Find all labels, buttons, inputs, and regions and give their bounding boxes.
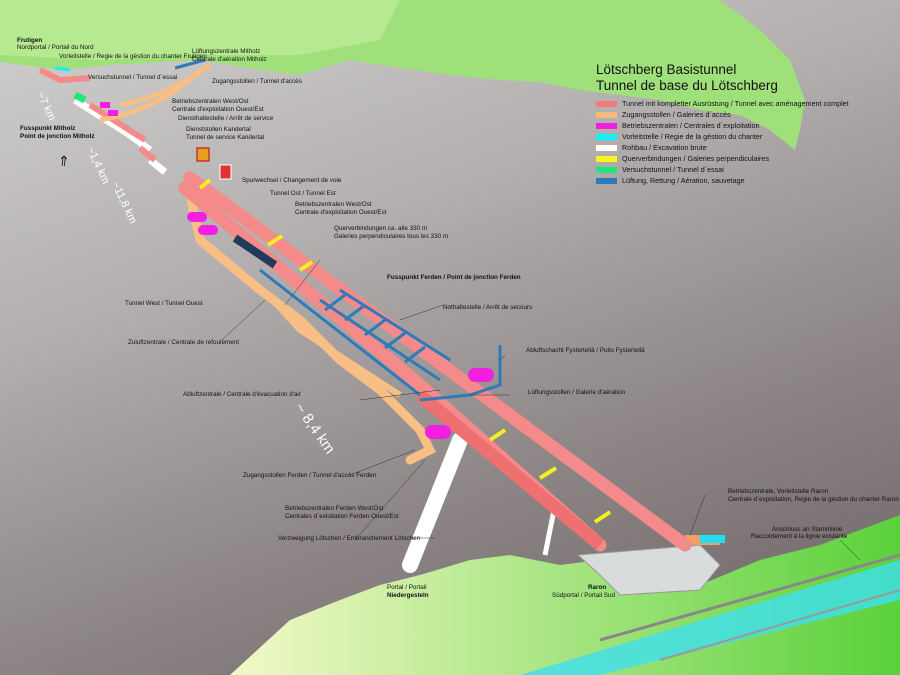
legend-label: Tunnel mit kompletter Ausrüstung / Tunne… <box>622 99 849 108</box>
label-raron: Raron <box>588 584 607 591</box>
legend-item: Vorleitstelle / Regie de la gèstion du c… <box>596 131 849 142</box>
legend-item: Rohbau / Excavation brute <box>596 142 849 153</box>
legend-label: Rohbau / Excavation brute <box>622 143 707 152</box>
label-zugangsstollen: Zugangsstollen / Tunnel d'accès <box>212 78 302 85</box>
label-nothalte: Nothaltestelle / Arrêt de secours <box>443 304 533 311</box>
label-frutigen: Frutigen <box>17 37 43 44</box>
label-bz-ferden: Betriebszentralen Ferden West/Ost <box>285 505 384 512</box>
legend-item: Querverbindungen / Galeries perpendicula… <box>596 153 849 164</box>
label-querverbindungen: Querverbindungen ca. alle 330 m <box>334 225 428 232</box>
label-fusspunkt-mitholz: Fusspunkt Mitholz <box>20 125 76 132</box>
legend-swatch <box>596 166 617 173</box>
label-tunnel-west: Tunnel West / Tunnel Ouest <box>125 300 203 307</box>
legend: Lötschberg Basistunnel Tunnel de base du… <box>596 62 849 186</box>
label-anschluss-fr: Raccordement à la lignie existante <box>751 533 848 540</box>
legend-item: Betriebszentralen / Centrales d´exploita… <box>596 120 849 131</box>
legend-title-fr: Tunnel de base du Lötschberg <box>596 78 778 93</box>
label-lueftung-mitholz-fr: Centrale d'aération Mitholz <box>192 56 267 63</box>
label-lueftungsstollen: Lüftungsstollen / Galerie d'aération <box>528 389 626 396</box>
legend-item: Versuchstunnel / Tunnel d´essai <box>596 164 849 175</box>
valais-coat-of-arms-icon <box>219 164 232 180</box>
legend-swatch <box>596 100 617 107</box>
label-nordportal: Nordportal / Portail du Nord <box>17 44 94 51</box>
legend-title-de: Lötschberg Basistunnel <box>596 62 737 77</box>
label-bz-raron-fr: Centrale d´exploitation, Regie de la gès… <box>728 496 899 503</box>
legend-swatch <box>596 155 617 162</box>
label-bz-ferden-fr: Centrales d´exloitation Ferden Ouest/Est <box>285 513 399 520</box>
label-dienststollen-fr: Tunnel de service Kandertal <box>186 134 265 141</box>
label-lueftung-mitholz: Lüftungszentrale Mitholz <box>192 48 261 55</box>
north-arrow-icon: ⇗ <box>54 150 73 170</box>
label-niedergesteln: Niedergesteln <box>387 592 429 599</box>
legend-item: Tunnel mit kompletter Ausrüstung / Tunne… <box>596 98 849 109</box>
label-dienststollen: Dienststollen Kandertal <box>186 126 251 133</box>
label-bz-west-ost: Betriebszentralen West/Ost <box>172 98 249 105</box>
legend-label: Versuchstunnel / Tunnel d´essai <box>622 165 724 174</box>
label-vorleitstelle-frutigen: Vorleitstelle / Regie de la gèstion du c… <box>59 53 207 60</box>
legend-swatch <box>596 122 617 129</box>
label-bz-west-ost-fr: Centrale d'exploitation Ouest/Est <box>172 106 264 113</box>
label-fusspunkt-ferden: Fusspunkt Ferden / Point de jonction Fer… <box>387 274 521 281</box>
label-abluftschacht: Abluftschacht Fystertellä / Puits Fyster… <box>526 347 645 354</box>
bern-coat-of-arms-icon <box>196 147 210 162</box>
legend-item: Zugangsstollen / Galeries d´accès <box>596 109 849 120</box>
legend-label: Querverbindungen / Galeries perpendicula… <box>622 154 770 163</box>
legend-item: Lüftung, Rettung / Aération, sauvetage <box>596 175 849 186</box>
label-zuluft: Zuluftzentrale / Centrale de refoulement <box>128 339 239 346</box>
legend-label: Vorleitstelle / Regie de la gèstion du c… <box>622 132 763 141</box>
legend-swatch <box>596 133 617 140</box>
label-bz2-fr: Centrale d'exploitation Ouest/Est <box>295 209 387 216</box>
label-bz2: Betriebszentralen West/Ost <box>295 201 372 208</box>
label-bz-raron: Betriebszentrale, Vorleitstelle Raron <box>728 488 829 495</box>
label-spurwechsel: Spurwechsel / Changement de voie <box>242 177 342 184</box>
label-querverbindungen-fr: Galeries perpendiculaires tous les 330 m <box>334 233 449 240</box>
label-versuchstunnel: Versuchstunnel / Tunnel d´essai <box>88 74 178 81</box>
label-anschluss: Anschluss an Stammlinie <box>772 526 843 533</box>
label-verzweigung: Verzweigung Lötschen / Embranchement Löt… <box>278 535 421 542</box>
tunnel-east <box>183 171 692 552</box>
legend-swatch <box>596 144 617 151</box>
label-abluftzentrale: Abluftzentrale / Centrale d'évacuation d… <box>183 391 301 398</box>
legend-label: Betriebszentralen / Centrales d´exploita… <box>622 121 760 130</box>
legend-label: Zugangsstollen / Galeries d´accès <box>622 110 731 119</box>
label-tunnel-ost: Tunnel Ost / Tunnel Est <box>270 190 336 197</box>
legend-label: Lüftung, Rettung / Aération, sauvetage <box>622 176 745 185</box>
legend-swatch <box>596 111 617 118</box>
label-portal: Portal / Portail <box>387 584 427 591</box>
label-fusspunkt-mitholz-fr: Point de jonction Mitholz <box>20 133 95 140</box>
label-diensthalte: Diensthaltestelle / Arrêt de service <box>178 115 274 122</box>
legend-swatch <box>596 177 617 184</box>
label-zugang-ferden: Zugangsstollen Ferden / Tunnel d'accès F… <box>243 472 377 479</box>
label-suedportal: Südportal / Portail Sud <box>552 592 616 599</box>
